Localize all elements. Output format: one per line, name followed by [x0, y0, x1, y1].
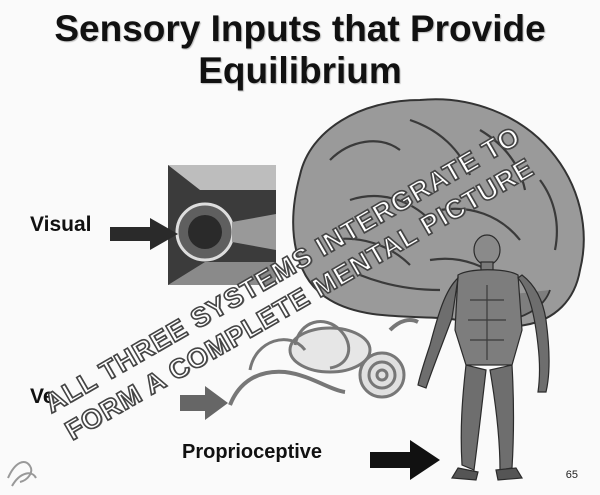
title-line-2: Equilibrium: [0, 50, 600, 92]
label-proprioceptive: Proprioceptive: [182, 440, 322, 464]
arrow-right-icon: [180, 386, 228, 420]
arrow-right-icon: [110, 218, 178, 250]
page-title: Sensory Inputs that Provide Equilibrium: [0, 8, 600, 92]
title-line-1: Sensory Inputs that Provide: [0, 8, 600, 50]
page-number: 65: [566, 469, 578, 481]
label-visual: Visual: [30, 213, 91, 237]
arrow-right-icon: [370, 440, 440, 480]
logo-mark: [8, 462, 36, 486]
